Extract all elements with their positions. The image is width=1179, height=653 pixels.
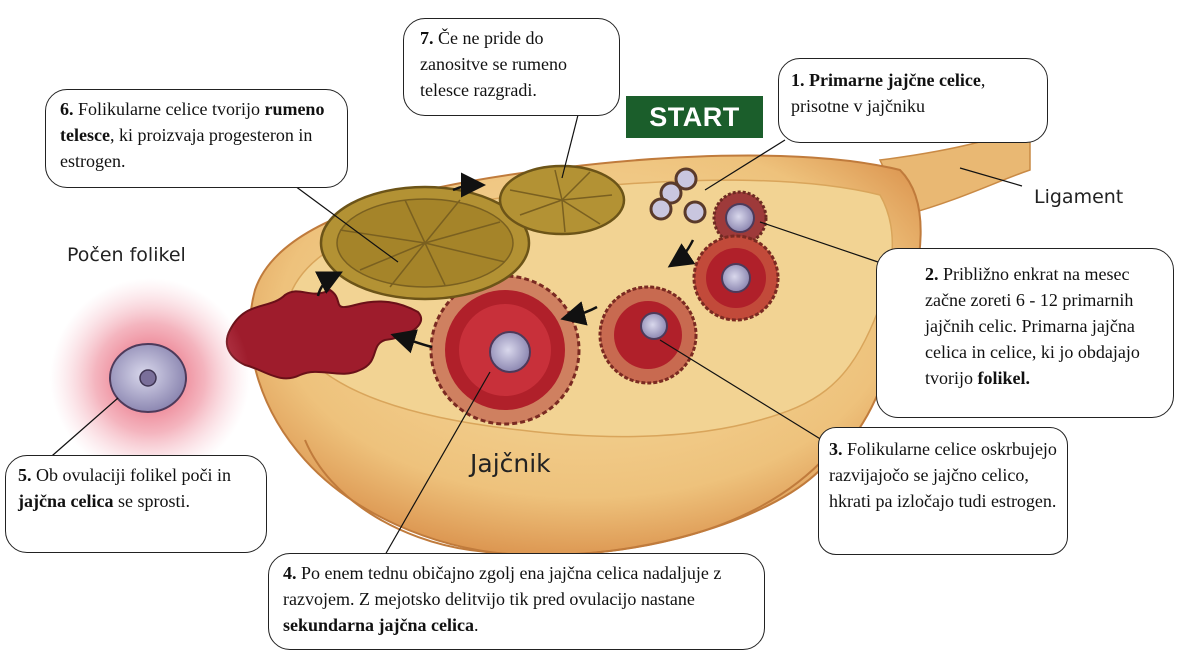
- step-5-text-end: se sprosti.: [113, 491, 190, 511]
- callout-step-2: 2. Približno enkrat na mesec začne zoret…: [876, 248, 1174, 418]
- step-2-text: Približno enkrat na mesec začne zoreti 6…: [925, 264, 1140, 388]
- start-badge: START: [626, 96, 763, 138]
- step-7-number: 7.: [420, 28, 434, 48]
- released-egg-nucleus: [140, 370, 156, 386]
- step-7-text: Če ne pride do zanositve se rumeno teles…: [420, 28, 567, 100]
- callout-step-4: 4. Po enem tednu običajno zgolj ena jajč…: [268, 553, 765, 650]
- step-3-text: Folikularne celice oskrbujejo razvijajoč…: [829, 439, 1057, 511]
- step-6-number: 6.: [60, 99, 74, 119]
- step-4-text: Po enem tednu običajno zgolj ena jajčna …: [283, 563, 721, 609]
- step-4-number: 4.: [283, 563, 297, 583]
- step-4-text-end: .: [474, 615, 479, 635]
- step-5-bold: jajčna celica: [18, 491, 113, 511]
- callout-step-1: 1. Primarne jajčne celice, prisotne v ja…: [778, 58, 1048, 143]
- follicle-medium: [694, 236, 778, 320]
- follicle-large: [600, 287, 696, 383]
- step-2-bold: folikel.: [978, 368, 1031, 388]
- callout-step-5: 5. Ob ovulaciji folikel poči in jajčna c…: [5, 455, 267, 553]
- corpus-luteum-large: [321, 187, 529, 299]
- step-1-number: 1.: [791, 70, 805, 90]
- step-4-bold: sekundarna jajčna celica: [283, 615, 474, 635]
- callout-step-7: 7. Če ne pride do zanositve se rumeno te…: [403, 18, 620, 116]
- burst-follicle-label: Počen folikel: [67, 244, 186, 266]
- step-3-number: 3.: [829, 439, 843, 459]
- step-1-bold: Primarne jajčne celice: [809, 70, 981, 90]
- callout-step-3: 3. Folikularne celice oskrbujejo razvija…: [818, 427, 1068, 555]
- ovary-label: Jajčnik: [470, 449, 551, 478]
- step-6-text: Folikularne celice tvorijo: [74, 99, 265, 119]
- callout-step-6: 6. Folikularne celice tvorijo rumeno tel…: [45, 89, 348, 188]
- step-2-number: 2.: [925, 264, 939, 284]
- step-5-number: 5.: [18, 465, 32, 485]
- ligament-label: Ligament: [1034, 186, 1123, 208]
- step-5-text: Ob ovulaciji folikel poči in: [32, 465, 231, 485]
